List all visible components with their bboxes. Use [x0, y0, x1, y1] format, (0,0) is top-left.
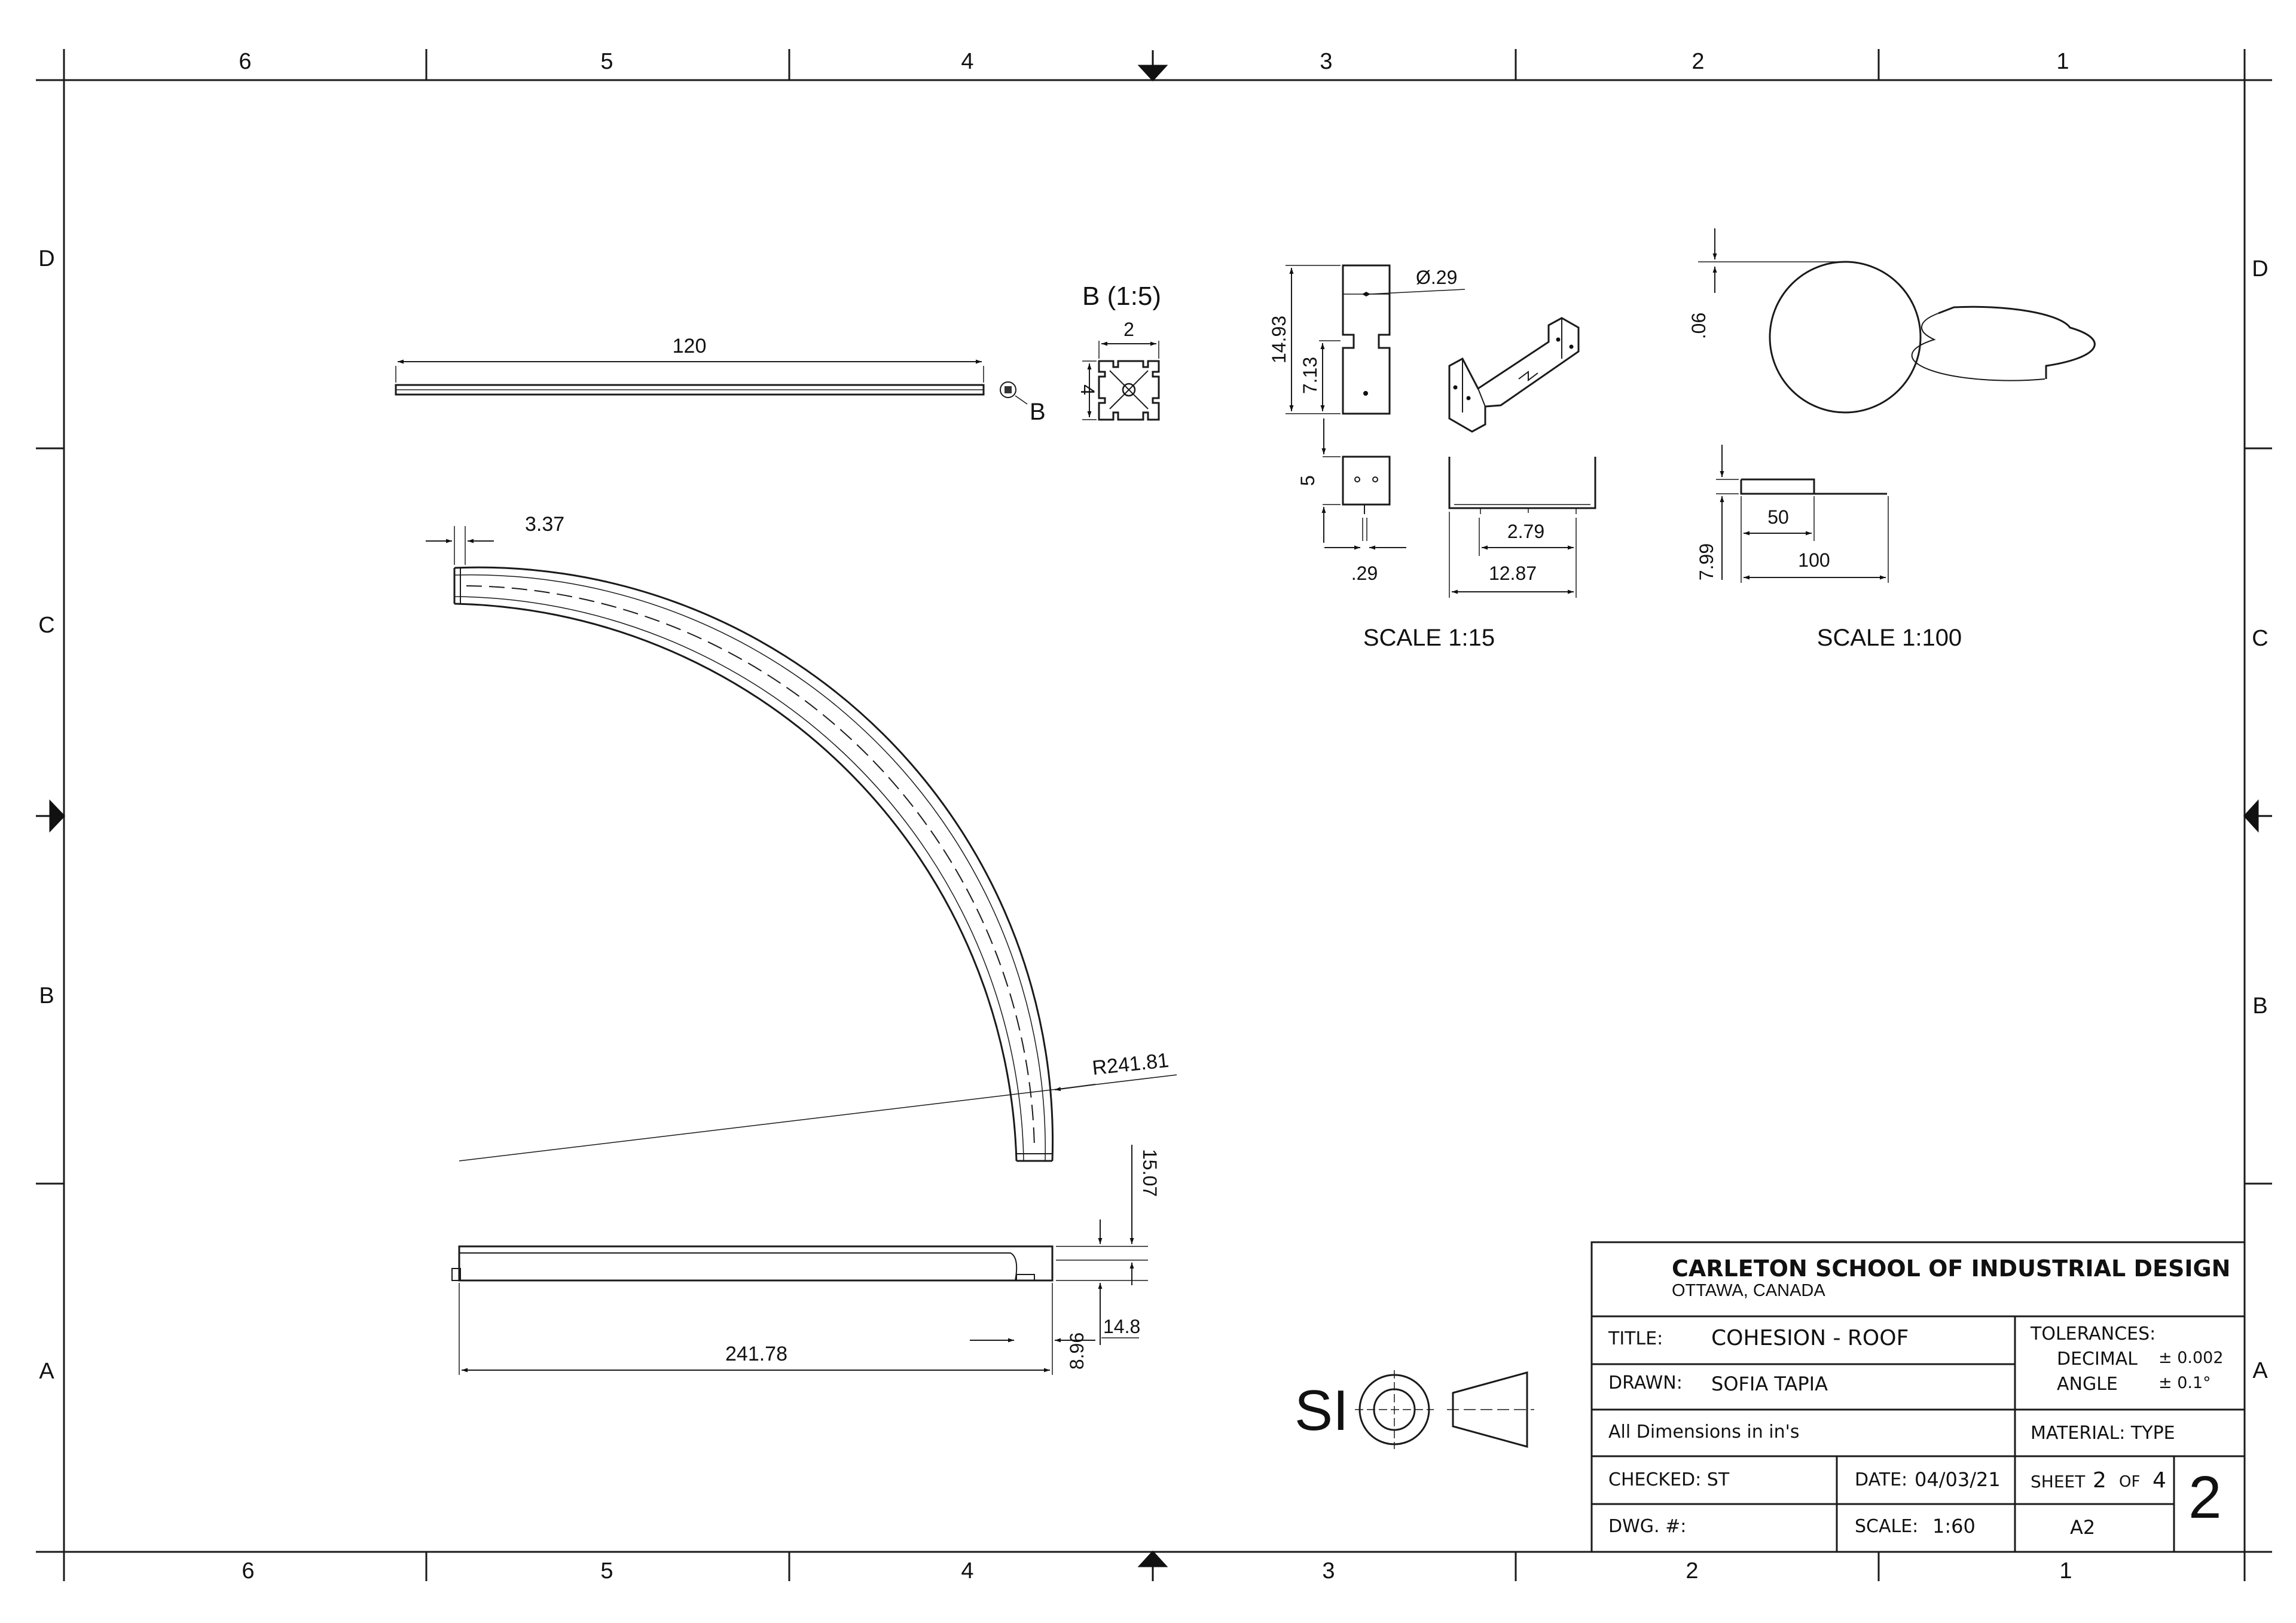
curved-beam-view: 3.37 R241.81: [426, 513, 1177, 1162]
zone-right-c: C: [2252, 626, 2268, 651]
bracket-hole-dim: Ø.29: [1416, 267, 1457, 288]
sheet-number: 2: [2093, 1468, 2106, 1493]
bracket-offset-dim: .29: [1351, 563, 1378, 584]
arc-thickness-dim: 3.37: [525, 513, 564, 536]
decimal-label: DECIMAL: [2057, 1349, 2138, 1370]
drawn-value: SOFIA TAPIA: [1711, 1373, 1828, 1395]
angle-value: ± 0.1°: [2158, 1374, 2211, 1392]
paper-size: A2: [2070, 1516, 2096, 1539]
date-value: 04/03/21: [1915, 1468, 2001, 1491]
disc-100-dim: 100: [1798, 549, 1830, 571]
bracket-mid-dim: 7.13: [1299, 357, 1321, 394]
bracket-width-dim: 5: [1297, 475, 1318, 486]
zone-left-a: A: [39, 1359, 54, 1384]
bracket-scale-label: SCALE 1:15: [1363, 625, 1495, 651]
title-block-grid: [1590, 1241, 2246, 1553]
bracket-height-dim: 14.93: [1268, 316, 1290, 363]
zone-top-2: 2: [1692, 49, 1704, 74]
detail-height-dim: 4: [1077, 384, 1098, 395]
bracket-dim-12-87: 12.87: [1489, 563, 1537, 584]
zone-right-a: A: [2252, 1358, 2268, 1383]
title-label: TITLE:: [1608, 1328, 1663, 1349]
zone-left-b: B: [39, 983, 54, 1008]
zone-right-d: D: [2252, 256, 2268, 282]
school-location: OTTAWA, CANADA: [1672, 1281, 1825, 1300]
dimensions-note: All Dimensions in in's: [1608, 1422, 1800, 1442]
zone-top-4: 4: [961, 49, 973, 74]
side-view: 241.78 15.07 14.8 8.96: [451, 1145, 1161, 1375]
bracket-views: Ø.29 14.93 7.13 .29 5: [1268, 264, 1596, 651]
zone-bottom-4: 4: [961, 1558, 973, 1584]
dwg-number: DWG. #:: [1608, 1516, 1687, 1537]
material-label: MATERIAL: TYPE: [2031, 1423, 2175, 1444]
zone-top-6: 6: [239, 49, 251, 74]
side-dim-15-07: 15.07: [1139, 1149, 1161, 1197]
tolerances-label: TOLERANCES:: [2031, 1324, 2156, 1344]
arc-radius-dim: R241.81: [1091, 1049, 1170, 1080]
decimal-value: ± 0.002: [2158, 1349, 2224, 1367]
detail-callout-b: B: [1030, 399, 1046, 425]
sheet-total: 4: [2152, 1468, 2166, 1493]
scale-label: SCALE:: [1855, 1516, 1919, 1537]
bracket-dim-2-79: 2.79: [1507, 521, 1544, 542]
zone-ticks: [36, 49, 2272, 1581]
zone-left-d: D: [38, 246, 54, 271]
si-label: SI: [1294, 1379, 1349, 1442]
zone-left-c: C: [38, 613, 54, 638]
revision-number: 2: [2188, 1464, 2222, 1531]
disc-height-dim: 7.99: [1696, 543, 1717, 580]
zone-bottom-6: 6: [242, 1558, 254, 1584]
side-dim-8-96: 8.96: [1066, 1332, 1088, 1370]
detail-width-dim: 2: [1123, 319, 1134, 340]
sheet-border: [36, 49, 2272, 1581]
date-label: DATE:: [1855, 1469, 1908, 1490]
projection-symbol: SI: [1294, 1370, 1534, 1449]
side-dim-14-8: 14.8: [1103, 1316, 1140, 1337]
disc-thk-dim: .06: [1688, 313, 1709, 339]
of-label: OF: [2119, 1473, 2141, 1491]
sheet-label: SHEET: [2031, 1472, 2086, 1491]
detail-b-label: B (1:5): [1082, 282, 1161, 311]
checked-by: CHECKED: ST: [1608, 1469, 1730, 1490]
disc-scale-label: SCALE 1:100: [1817, 625, 1962, 651]
drawn-label: DRAWN:: [1608, 1373, 1683, 1393]
disc-views: .06 7.99 50 100 SCALE 1:100: [1688, 228, 2096, 651]
zone-labels: 6 5 4 3 2 1 6 5 4 3 2 1 D C B A D C B A: [38, 49, 2268, 1584]
zone-right-b: B: [2252, 994, 2267, 1019]
detail-b-view: B (1:5) 2 4: [1077, 282, 1161, 421]
side-length-dim: 241.78: [725, 1343, 787, 1365]
zone-bottom-3: 3: [1322, 1558, 1335, 1584]
zone-bottom-1: 1: [2059, 1558, 2072, 1584]
scale-value: 1:60: [1932, 1515, 1976, 1538]
rail-length-dim: 120: [673, 335, 707, 357]
rail-view: 120 B: [395, 335, 1046, 425]
zone-top-3: 3: [1320, 49, 1332, 74]
title-value: COHESION - ROOF: [1711, 1326, 1909, 1350]
disc-50-dim: 50: [1767, 506, 1789, 528]
zone-top-1: 1: [2056, 49, 2069, 74]
school-name: CARLETON SCHOOL OF INDUSTRIAL DESIGN: [1672, 1255, 2231, 1282]
zone-bottom-5: 5: [600, 1558, 613, 1584]
center-markers: [36, 50, 2272, 1581]
zone-bottom-2: 2: [1686, 1558, 1698, 1584]
zone-top-5: 5: [600, 49, 613, 74]
angle-label: ANGLE: [2057, 1374, 2118, 1395]
